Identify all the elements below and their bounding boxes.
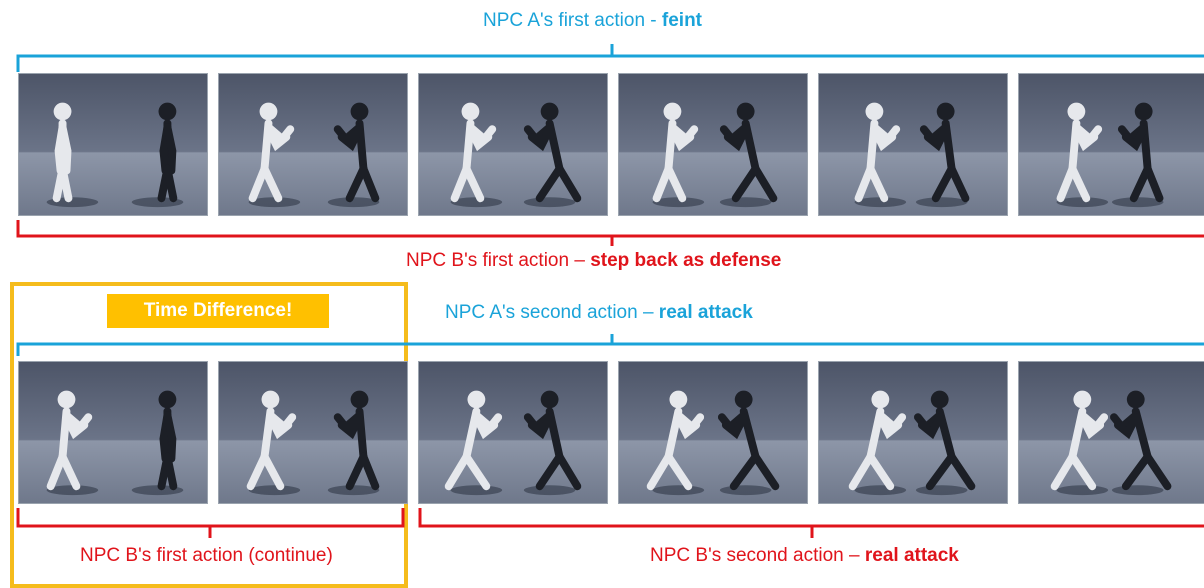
bottom-row-frame-1 bbox=[18, 361, 208, 504]
bottom-row-frame-6 bbox=[1018, 361, 1204, 504]
top-row-frame-2 bbox=[218, 73, 408, 216]
npc-b-first-action-caption: NPC B's first action – step back as defe… bbox=[406, 250, 781, 272]
npc-b-second-action-caption: NPC B's second action – real attack bbox=[650, 545, 959, 567]
top-row-frame-5 bbox=[818, 73, 1008, 216]
npc-a-first-action-caption: NPC A's first action - feint bbox=[483, 10, 702, 32]
npc-b-first-action-continue-caption: NPC B's first action (continue) bbox=[80, 545, 333, 567]
npc-a-first-action-brace bbox=[16, 44, 1204, 72]
bottom-row-frame-2 bbox=[218, 361, 408, 504]
caption-text: NPC A's second action – bbox=[445, 302, 659, 323]
npc-b-second-action-brace bbox=[418, 508, 1204, 538]
caption-text: NPC B's first action – bbox=[406, 250, 591, 271]
caption-text: NPC B's first action (continue) bbox=[80, 545, 333, 566]
npc-b-first-action-continue-brace bbox=[16, 508, 405, 538]
caption-emphasis: real attack bbox=[658, 302, 753, 323]
top-row-frame-3 bbox=[418, 73, 608, 216]
caption-emphasis: step back as defense bbox=[590, 250, 782, 271]
caption-text: NPC B's second action – bbox=[650, 545, 865, 566]
npc-a-second-action-caption: NPC A's second action – real attack bbox=[445, 302, 753, 324]
time-difference-label: Time Difference! bbox=[107, 294, 329, 328]
npc-b-first-action-brace bbox=[16, 220, 1204, 246]
top-row-frame-1 bbox=[18, 73, 208, 216]
bottom-row-frame-4 bbox=[618, 361, 808, 504]
top-row-frame-4 bbox=[618, 73, 808, 216]
npc-a-second-action-brace bbox=[16, 334, 1204, 356]
bottom-row-frame-3 bbox=[418, 361, 608, 504]
bottom-row-frame-5 bbox=[818, 361, 1008, 504]
caption-emphasis: feint bbox=[661, 10, 703, 31]
top-row-frame-6 bbox=[1018, 73, 1204, 216]
caption-text: NPC A's first action - bbox=[483, 10, 662, 31]
caption-emphasis: real attack bbox=[864, 545, 959, 566]
